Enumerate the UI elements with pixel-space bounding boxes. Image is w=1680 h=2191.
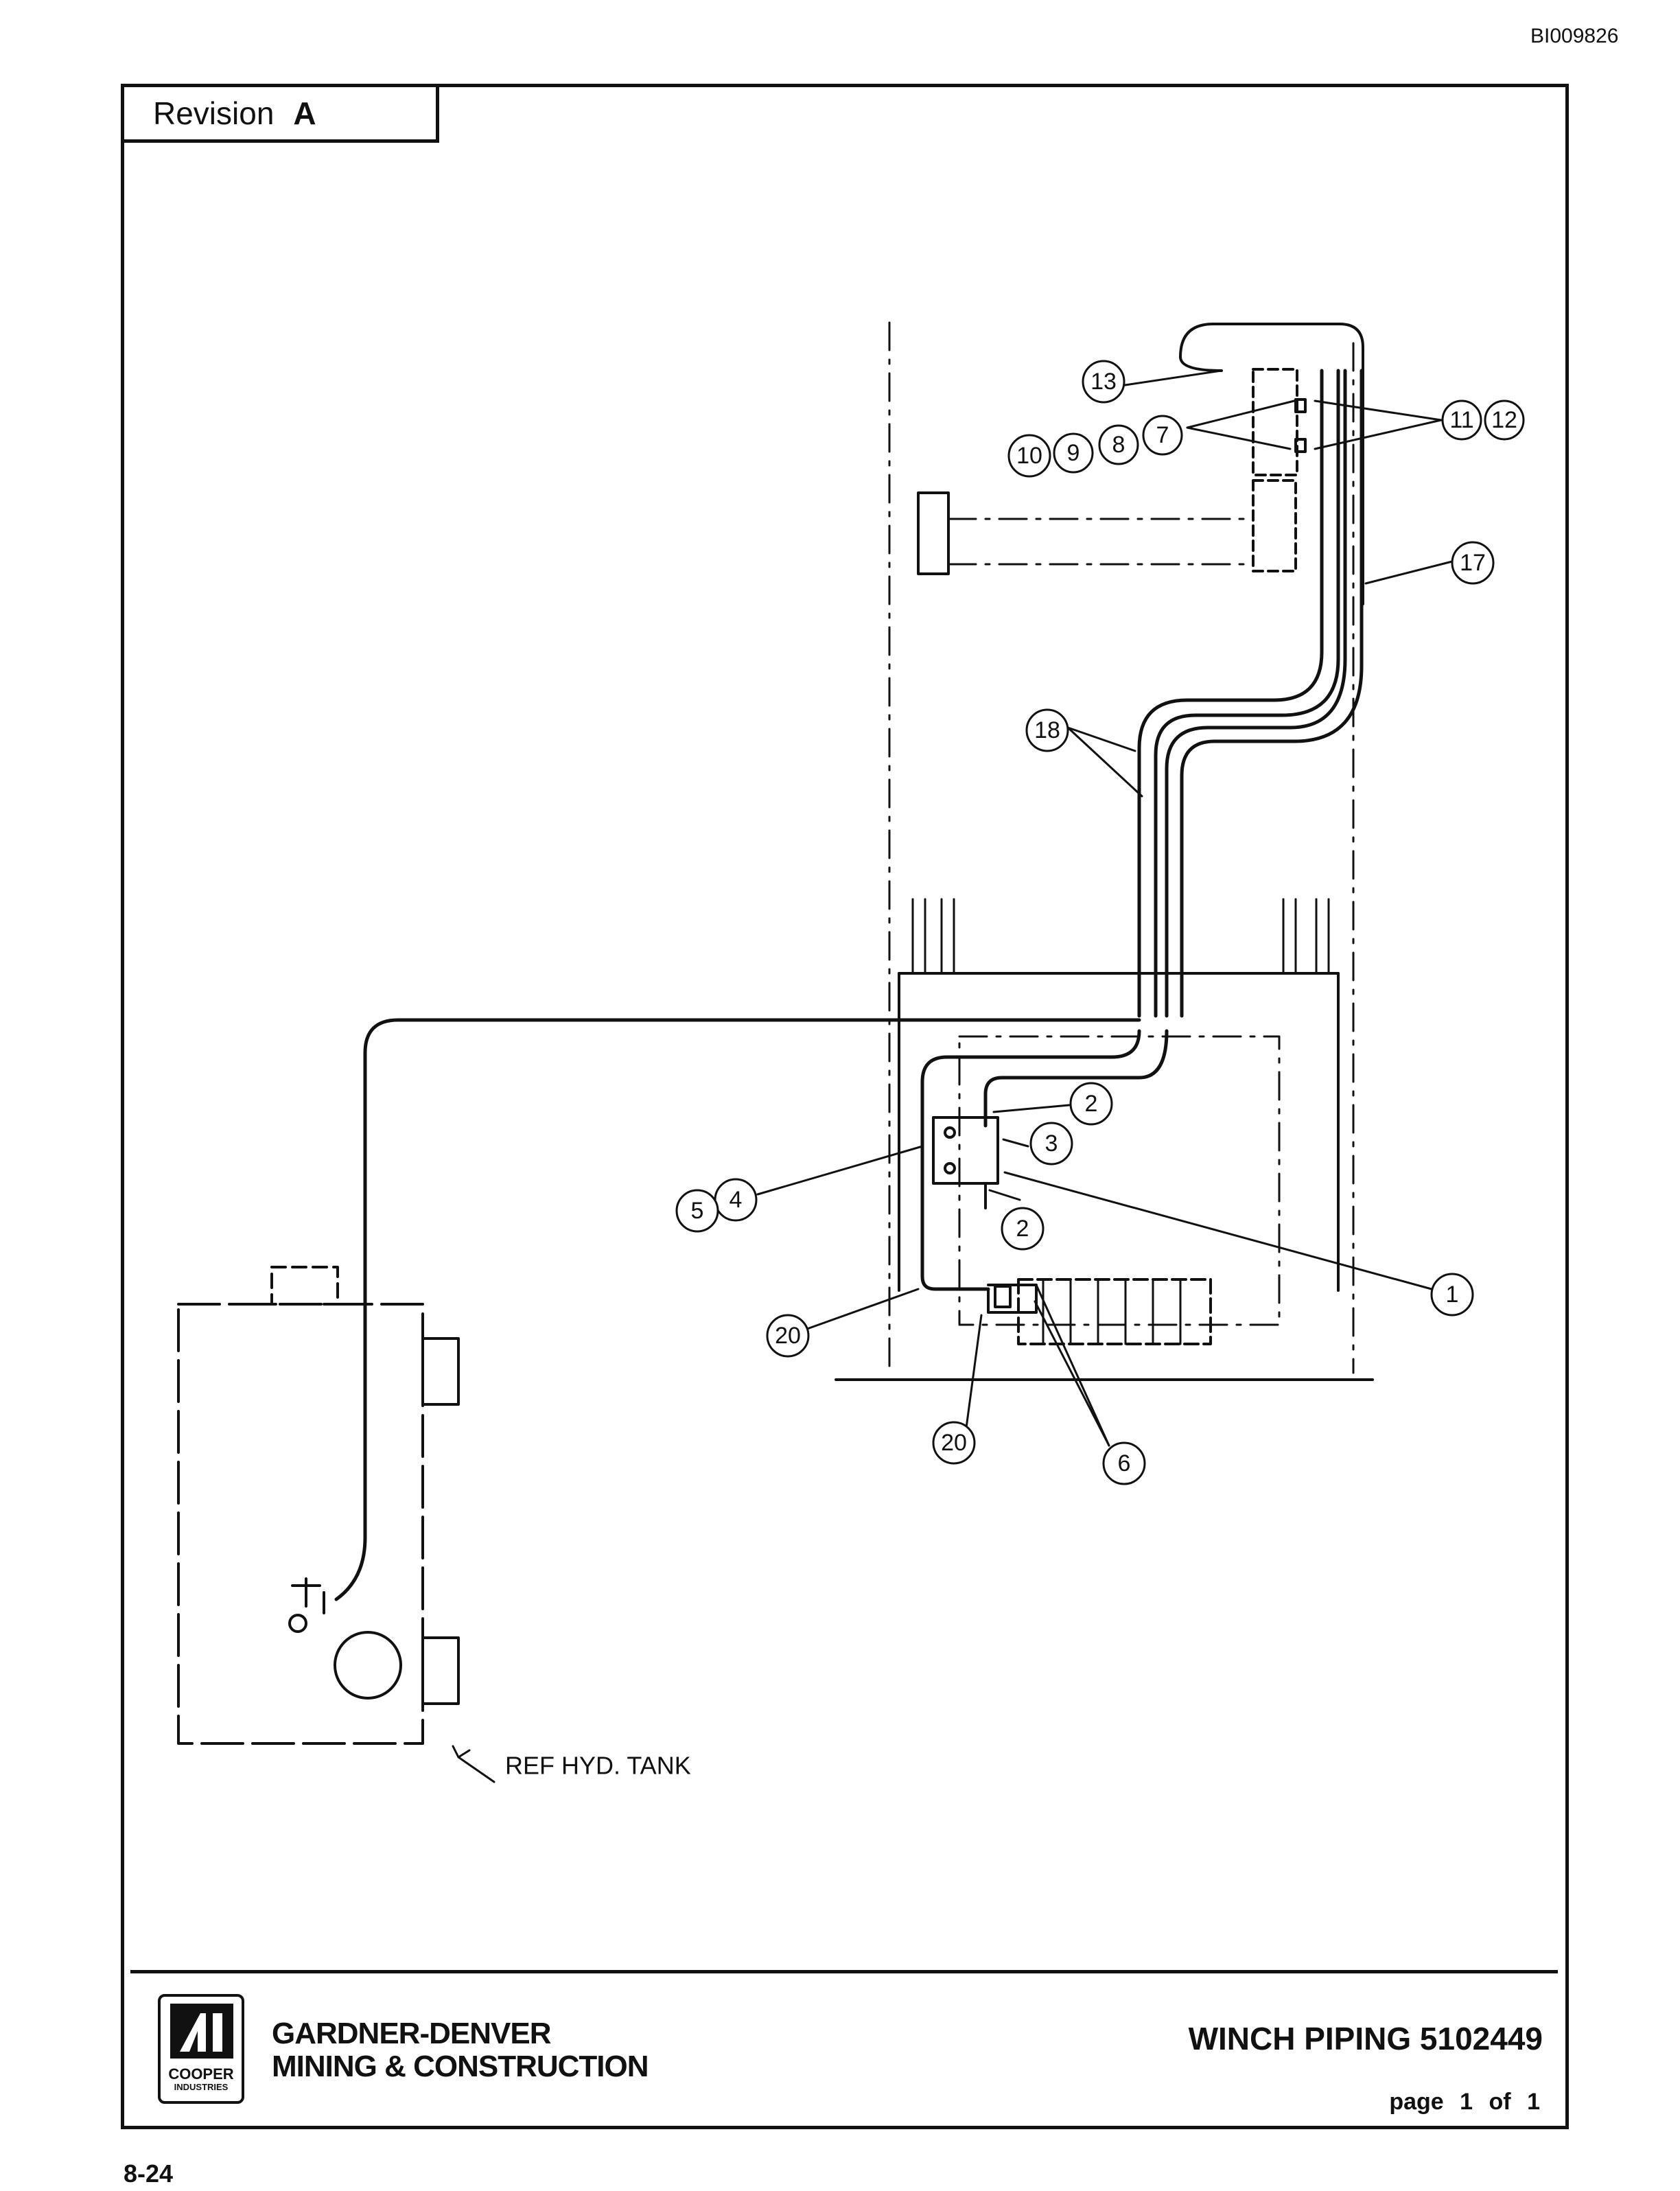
- leader-lines: [452, 369, 1454, 1783]
- callout-13: 13: [1090, 369, 1117, 395]
- callout-8: 8: [1112, 432, 1125, 458]
- callout-6: 6: [1118, 1450, 1131, 1476]
- callout-2-upper: 2: [1085, 1091, 1098, 1117]
- page-current: 1: [1460, 2089, 1473, 2115]
- callout-18: 18: [1034, 717, 1060, 743]
- callout-9: 9: [1067, 440, 1080, 466]
- drawing-frame: [121, 84, 1569, 2129]
- callout-1: 1: [1446, 1282, 1459, 1308]
- page-of: of: [1489, 2089, 1511, 2115]
- callout-20-left: 20: [775, 1323, 801, 1349]
- callout-4: 4: [730, 1187, 743, 1213]
- cooper-logo-mark: [170, 2004, 233, 2059]
- document-id: BI009826: [1530, 25, 1619, 47]
- callout-20-bottom: 20: [941, 1430, 967, 1456]
- callout-17: 17: [1460, 550, 1486, 576]
- logo-subtext: INDUSTRIES: [174, 2082, 229, 2092]
- callout-11: 11: [1449, 407, 1473, 433]
- company-line-2: MINING & CONSTRUCTION: [272, 2050, 649, 2083]
- hydraulic-tank: [177, 1266, 460, 1745]
- winch-assembly: [917, 323, 1364, 605]
- revision-value: A: [293, 95, 316, 131]
- logo-text: COOPER: [168, 2065, 234, 2083]
- revision-box: Revision A: [121, 84, 439, 143]
- tank-note: REF HYD. TANK: [505, 1752, 691, 1780]
- cooper-logo: COOPER INDUSTRIES: [158, 1994, 244, 2104]
- lower-fittings: [987, 1278, 1212, 1345]
- structure-centerlines: [888, 321, 1355, 1374]
- revision-label: Revision: [153, 95, 275, 131]
- page-number: 8-24: [124, 2159, 174, 2188]
- drawing-title: WINCH PIPING 5102449: [1188, 2021, 1543, 2056]
- callout-labels: 13 7 8 9 10 11 12 17 18 2 3 4 5 2 1 20 2…: [505, 369, 1517, 1780]
- callout-12: 12: [1491, 407, 1517, 433]
- callout-circles: [675, 360, 1525, 1485]
- company-name: GARDNER-DENVER MINING & CONSTRUCTION: [272, 2017, 649, 2083]
- base-frame: [835, 898, 1374, 1381]
- callout-10: 10: [1016, 443, 1042, 469]
- hose-lines: [1137, 369, 1364, 1018]
- tank-return-line: [334, 1018, 1169, 1601]
- callout-3: 3: [1045, 1131, 1058, 1157]
- page-label: page: [1389, 2089, 1444, 2115]
- title-block: COOPER INDUSTRIES GARDNER-DENVER MINING …: [130, 1970, 1558, 2123]
- callout-5: 5: [691, 1198, 704, 1224]
- callout-7: 7: [1156, 422, 1169, 448]
- page-indicator: page 1 of 1: [1389, 2089, 1540, 2115]
- company-line-1: GARDNER-DENVER: [272, 2017, 551, 2050]
- valve-block: [932, 1116, 999, 1209]
- callout-2-lower: 2: [1016, 1216, 1029, 1242]
- page-total: 1: [1527, 2089, 1540, 2115]
